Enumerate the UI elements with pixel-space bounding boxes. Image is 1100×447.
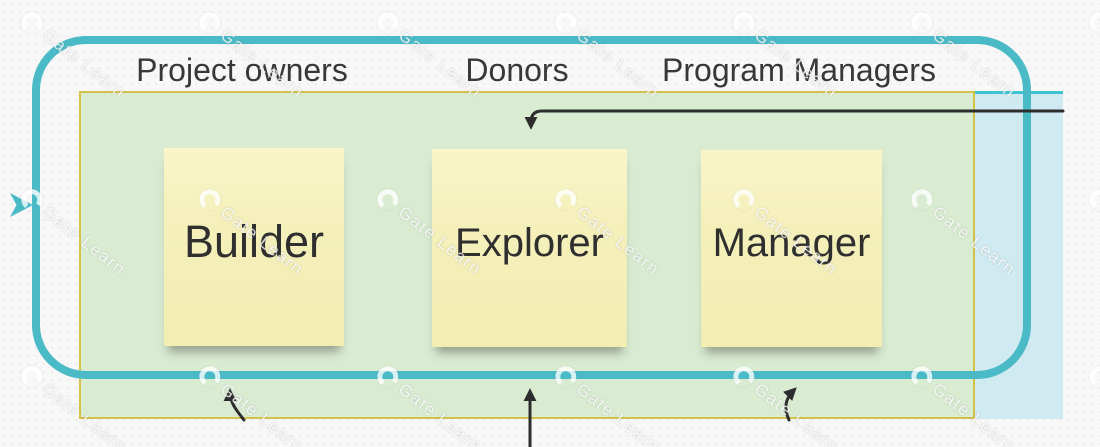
gate-logo-icon [1088, 365, 1100, 389]
sticky-note-manager: Manager [701, 150, 882, 347]
gate-logo-icon [554, 11, 578, 35]
gate-logo-icon [1088, 11, 1100, 35]
gate-logo-icon [732, 11, 756, 35]
sticky-note-manager-label: Manager [712, 221, 871, 265]
teal-arrowhead-left [10, 193, 33, 217]
gate-logo-icon [376, 11, 400, 35]
sticky-note-builder-label: Builder [183, 216, 325, 267]
gate-logo-icon [198, 11, 222, 35]
sticky-note-explorer: Explorer [432, 149, 627, 347]
label-project-owners: Project owners [136, 52, 348, 88]
label-donors: Donors [465, 52, 569, 88]
flow-loop-border [32, 36, 1031, 379]
watermark: Gate Learn [1085, 185, 1100, 280]
sticky-note-builder: Builder [164, 148, 344, 346]
sticky-note-explorer-label: Explorer [455, 220, 604, 265]
watermark: Gate Learn [1085, 8, 1100, 103]
gate-logo-icon [20, 365, 44, 389]
gate-logo-icon [910, 11, 934, 35]
gate-logo-icon [20, 11, 44, 35]
label-program-managers: Program Managers [662, 52, 936, 88]
gate-logo-icon [1088, 188, 1100, 212]
watermark: Gate Learn [1085, 362, 1100, 447]
